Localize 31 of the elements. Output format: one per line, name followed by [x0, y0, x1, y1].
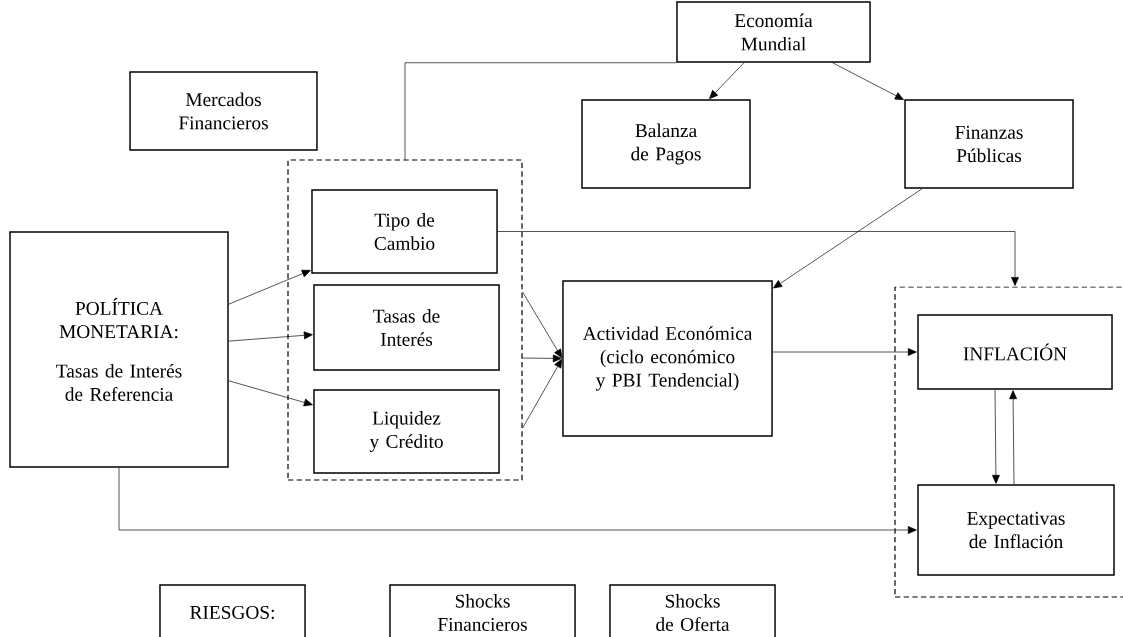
connector-line [404, 62, 677, 160]
process-box: Tipo de Cambio [311, 189, 498, 274]
process-box: Tasas de Interés [313, 284, 500, 371]
process-box: Economía Mundial [676, 1, 871, 63]
arrow [118, 467, 917, 534]
arrow [228, 380, 313, 407]
arrow [832, 62, 904, 100]
process-box: INFLACIÓN [917, 314, 1113, 390]
process-box: Shocks Financieros [389, 584, 576, 637]
arrow [228, 269, 311, 305]
arrow [228, 331, 313, 342]
arrow [522, 354, 562, 363]
arrow [497, 231, 1019, 286]
arrow [709, 62, 745, 99]
process-box: Expectativas de Inflación [917, 484, 1115, 576]
process-box: Liquidez y Crédito [313, 389, 500, 474]
process-box: Shocks de Oferta [609, 584, 776, 637]
arrow [772, 348, 917, 356]
process-box: Mercados Financieros [129, 71, 318, 151]
arrow [773, 188, 923, 289]
arrow [522, 358, 563, 429]
process-box: Actividad Económica (ciclo económico y PBI Tendencial) [562, 280, 773, 437]
process-box: POLÍTICA MONETARIA: Tasas de Interés de Referencia [9, 231, 229, 468]
arrow [992, 389, 1000, 484]
arrow [1009, 390, 1017, 485]
process-box: Finanzas Públicas [904, 99, 1074, 189]
dashed-group-box [894, 286, 1123, 598]
process-box: Balanza de Pagos [581, 99, 751, 189]
dashed-group-box [287, 159, 523, 481]
arrow [522, 291, 563, 359]
process-box: RIESGOS: [159, 584, 306, 637]
